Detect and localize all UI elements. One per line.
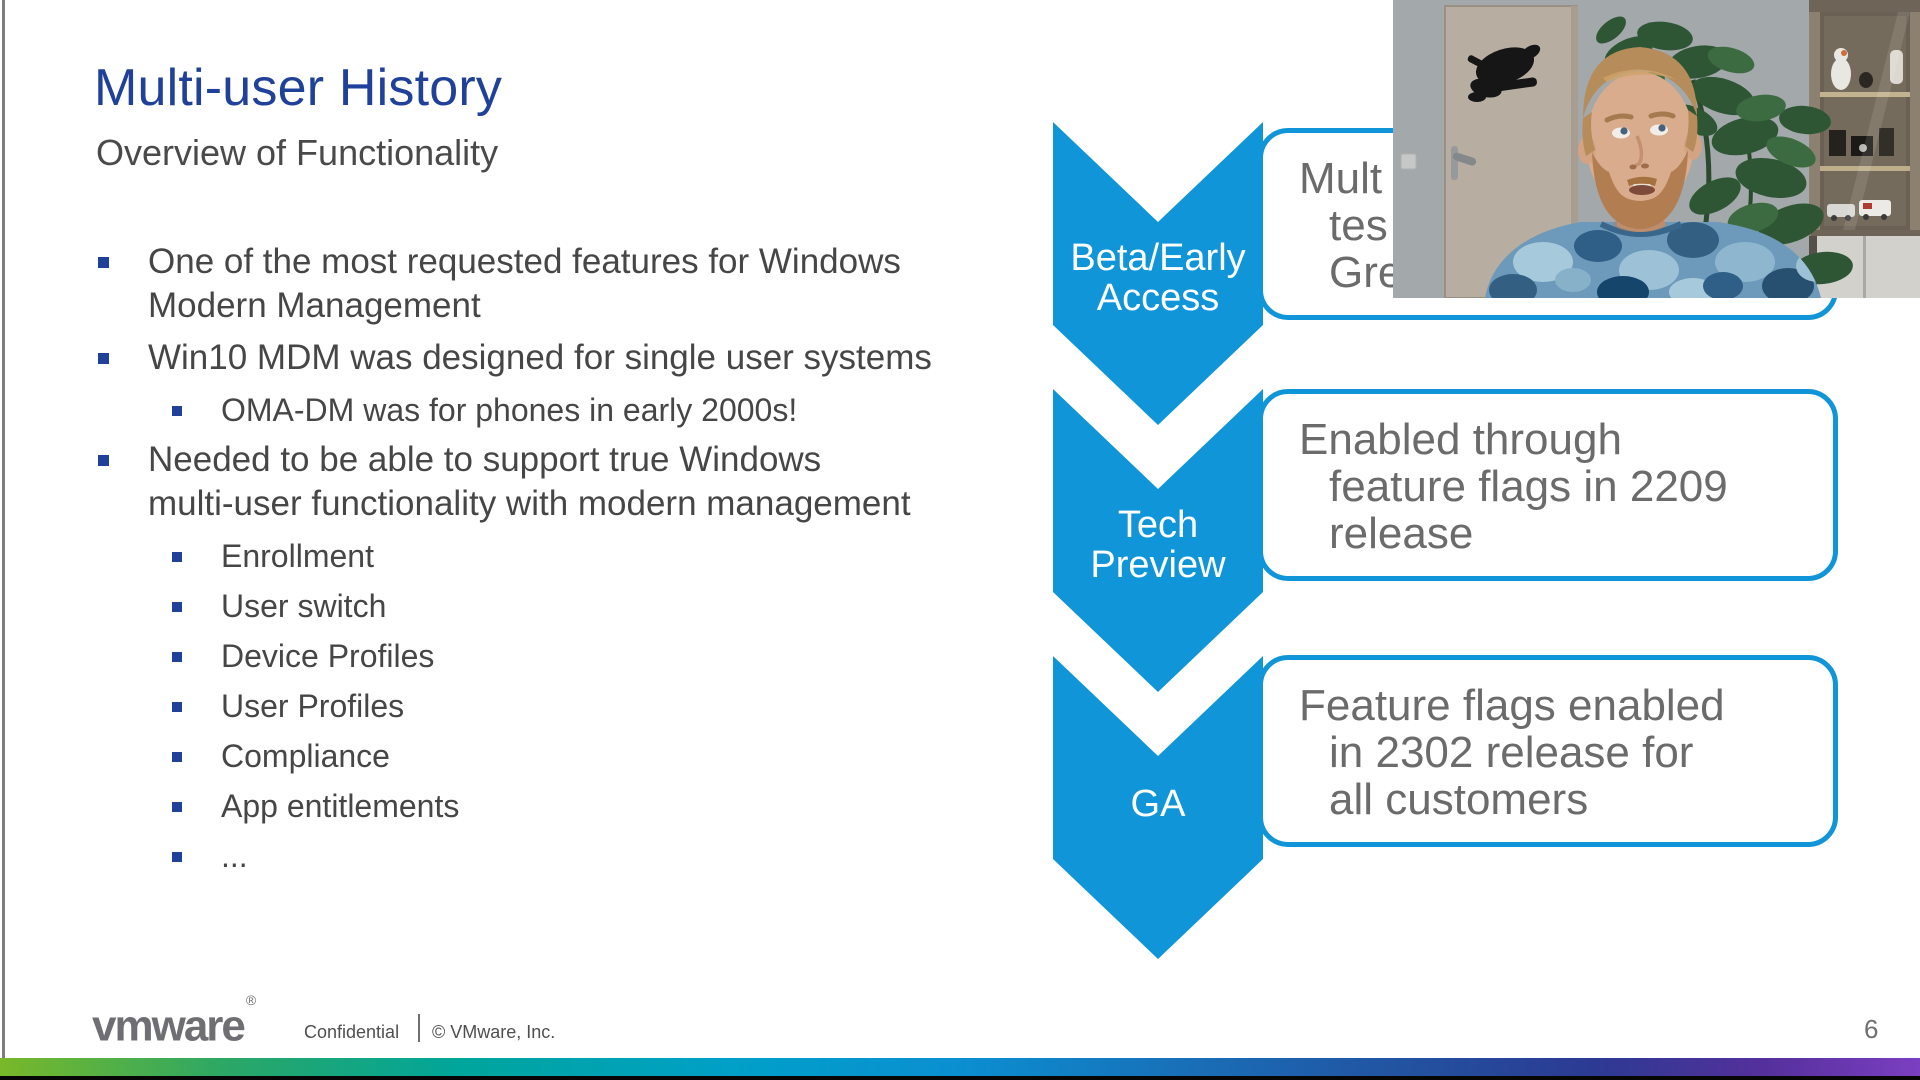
stage-box-tech-preview: Enabled through feature flags in 2209 re… [1258, 389, 1838, 581]
presenter-webcam [1393, 0, 1920, 298]
presenter-hair [1583, 47, 1697, 118]
bullet-item-sub: Enrollment [94, 534, 974, 578]
bullet-line: Device Profiles [221, 638, 435, 674]
slide-subtitle: Overview of Functionality [96, 132, 499, 173]
stage-box-text-line: Mult [1299, 154, 1383, 203]
stage-box-text-line: Enabled through [1299, 415, 1622, 464]
stage-label-line: GA [1130, 783, 1186, 825]
bullet-marker-icon [172, 652, 182, 662]
stage-label-line: Beta/Early [1070, 237, 1246, 279]
bottom-black-strip [0, 1076, 1920, 1080]
motorcycle-decal-icon [1467, 44, 1541, 102]
bullet-line: ... [221, 838, 248, 874]
stage-box-text-line: tes [1329, 201, 1388, 250]
bullet-line: User switch [221, 588, 387, 624]
footer-gradient-bar [0, 1058, 1920, 1076]
stage-label-ga: GA [1053, 784, 1263, 824]
bullet-line: App entitlements [221, 788, 460, 824]
bullet-item-sub: Device Profiles [94, 634, 974, 678]
bullet-item-sub: App entitlements [94, 784, 974, 828]
bullet-line: User Profiles [221, 688, 405, 724]
bullet-marker-icon [172, 752, 182, 762]
bullet-marker-icon [172, 852, 182, 862]
bullet-item-sub: Compliance [94, 734, 974, 778]
bullet-line: multi-user functionality with modern man… [148, 484, 911, 523]
webcam-scene [1393, 0, 1920, 298]
copyright-label: © VMware, Inc. [432, 1022, 556, 1042]
vmware-logo-text: vmware [92, 1001, 246, 1051]
bullet-line: Win10 MDM was designed for single user s… [148, 338, 932, 377]
stage-label-tech-preview: Tech Preview [1053, 505, 1263, 585]
chevron-ga-icon [1053, 656, 1263, 959]
bullet-item: One of the most requested features for W… [94, 240, 974, 328]
stage-box-text-line: release [1329, 509, 1474, 558]
registered-mark: ® [245, 992, 257, 1008]
door-handle [1451, 146, 1477, 180]
bullet-marker-icon [98, 353, 109, 364]
bullet-line: Compliance [221, 738, 390, 774]
slide-title: Multi-user History [94, 59, 503, 117]
chevron-beta-early-access-icon [1053, 122, 1263, 425]
stage-label-line: Access [1096, 277, 1220, 319]
bullet-line: Modern Management [148, 286, 481, 325]
footer-separator [418, 1014, 420, 1042]
stage-box-text-line: Gre [1329, 248, 1403, 297]
bullet-line: Enrollment [221, 538, 374, 574]
bullet-item: Needed to be able to support true Window… [94, 438, 974, 526]
bullet-marker-icon [172, 602, 182, 612]
vmware-logo: vmware® [92, 992, 256, 1051]
bullet-marker-icon [172, 802, 182, 812]
stage-box-text-line: in 2302 release for [1329, 728, 1694, 777]
bullet-item-sub: User Profiles [94, 684, 974, 728]
light-switch [1400, 153, 1417, 170]
bullet-list: One of the most requested features for W… [94, 240, 974, 884]
confidential-label: Confidential [304, 1022, 400, 1042]
bullet-line: One of the most requested features for W… [148, 242, 901, 281]
chevron-tech-preview-icon [1053, 389, 1263, 692]
stage-label-line: Tech [1117, 504, 1199, 546]
bullet-item-sub: ... [94, 834, 974, 878]
page-number: 6 [1864, 1014, 1879, 1044]
stage-box-ga: Feature flags enabled in 2302 release fo… [1258, 655, 1838, 847]
bullet-marker-icon [172, 702, 182, 712]
stage-label-beta-early-access: Beta/Early Access [1053, 238, 1263, 318]
stage-box-text-line: feature flags in 2209 [1329, 462, 1728, 511]
bullet-marker-icon [172, 552, 182, 562]
process-chevrons [1053, 122, 1263, 959]
stage-label-line: Preview [1090, 544, 1226, 586]
display-cabinet [1809, 0, 1920, 298]
presenter-beard [1592, 150, 1688, 229]
bullet-marker-icon [172, 406, 182, 416]
slide-left-edge [2, 0, 5, 1058]
bullet-marker-icon [98, 455, 109, 466]
bullet-item: Win10 MDM was designed for single user s… [94, 336, 974, 380]
presenter [1485, 47, 1821, 298]
bullet-line: Needed to be able to support true Window… [148, 440, 822, 479]
stage-box-text-line: all customers [1329, 775, 1589, 824]
bullet-marker-icon [98, 257, 109, 268]
bullet-item-sub: User switch [94, 584, 974, 628]
bullet-item-sub: OMA-DM was for phones in early 2000s! [94, 388, 974, 432]
stage-box-text-line: Feature flags enabled [1299, 681, 1725, 730]
bullet-line: OMA-DM was for phones in early 2000s! [221, 392, 798, 428]
